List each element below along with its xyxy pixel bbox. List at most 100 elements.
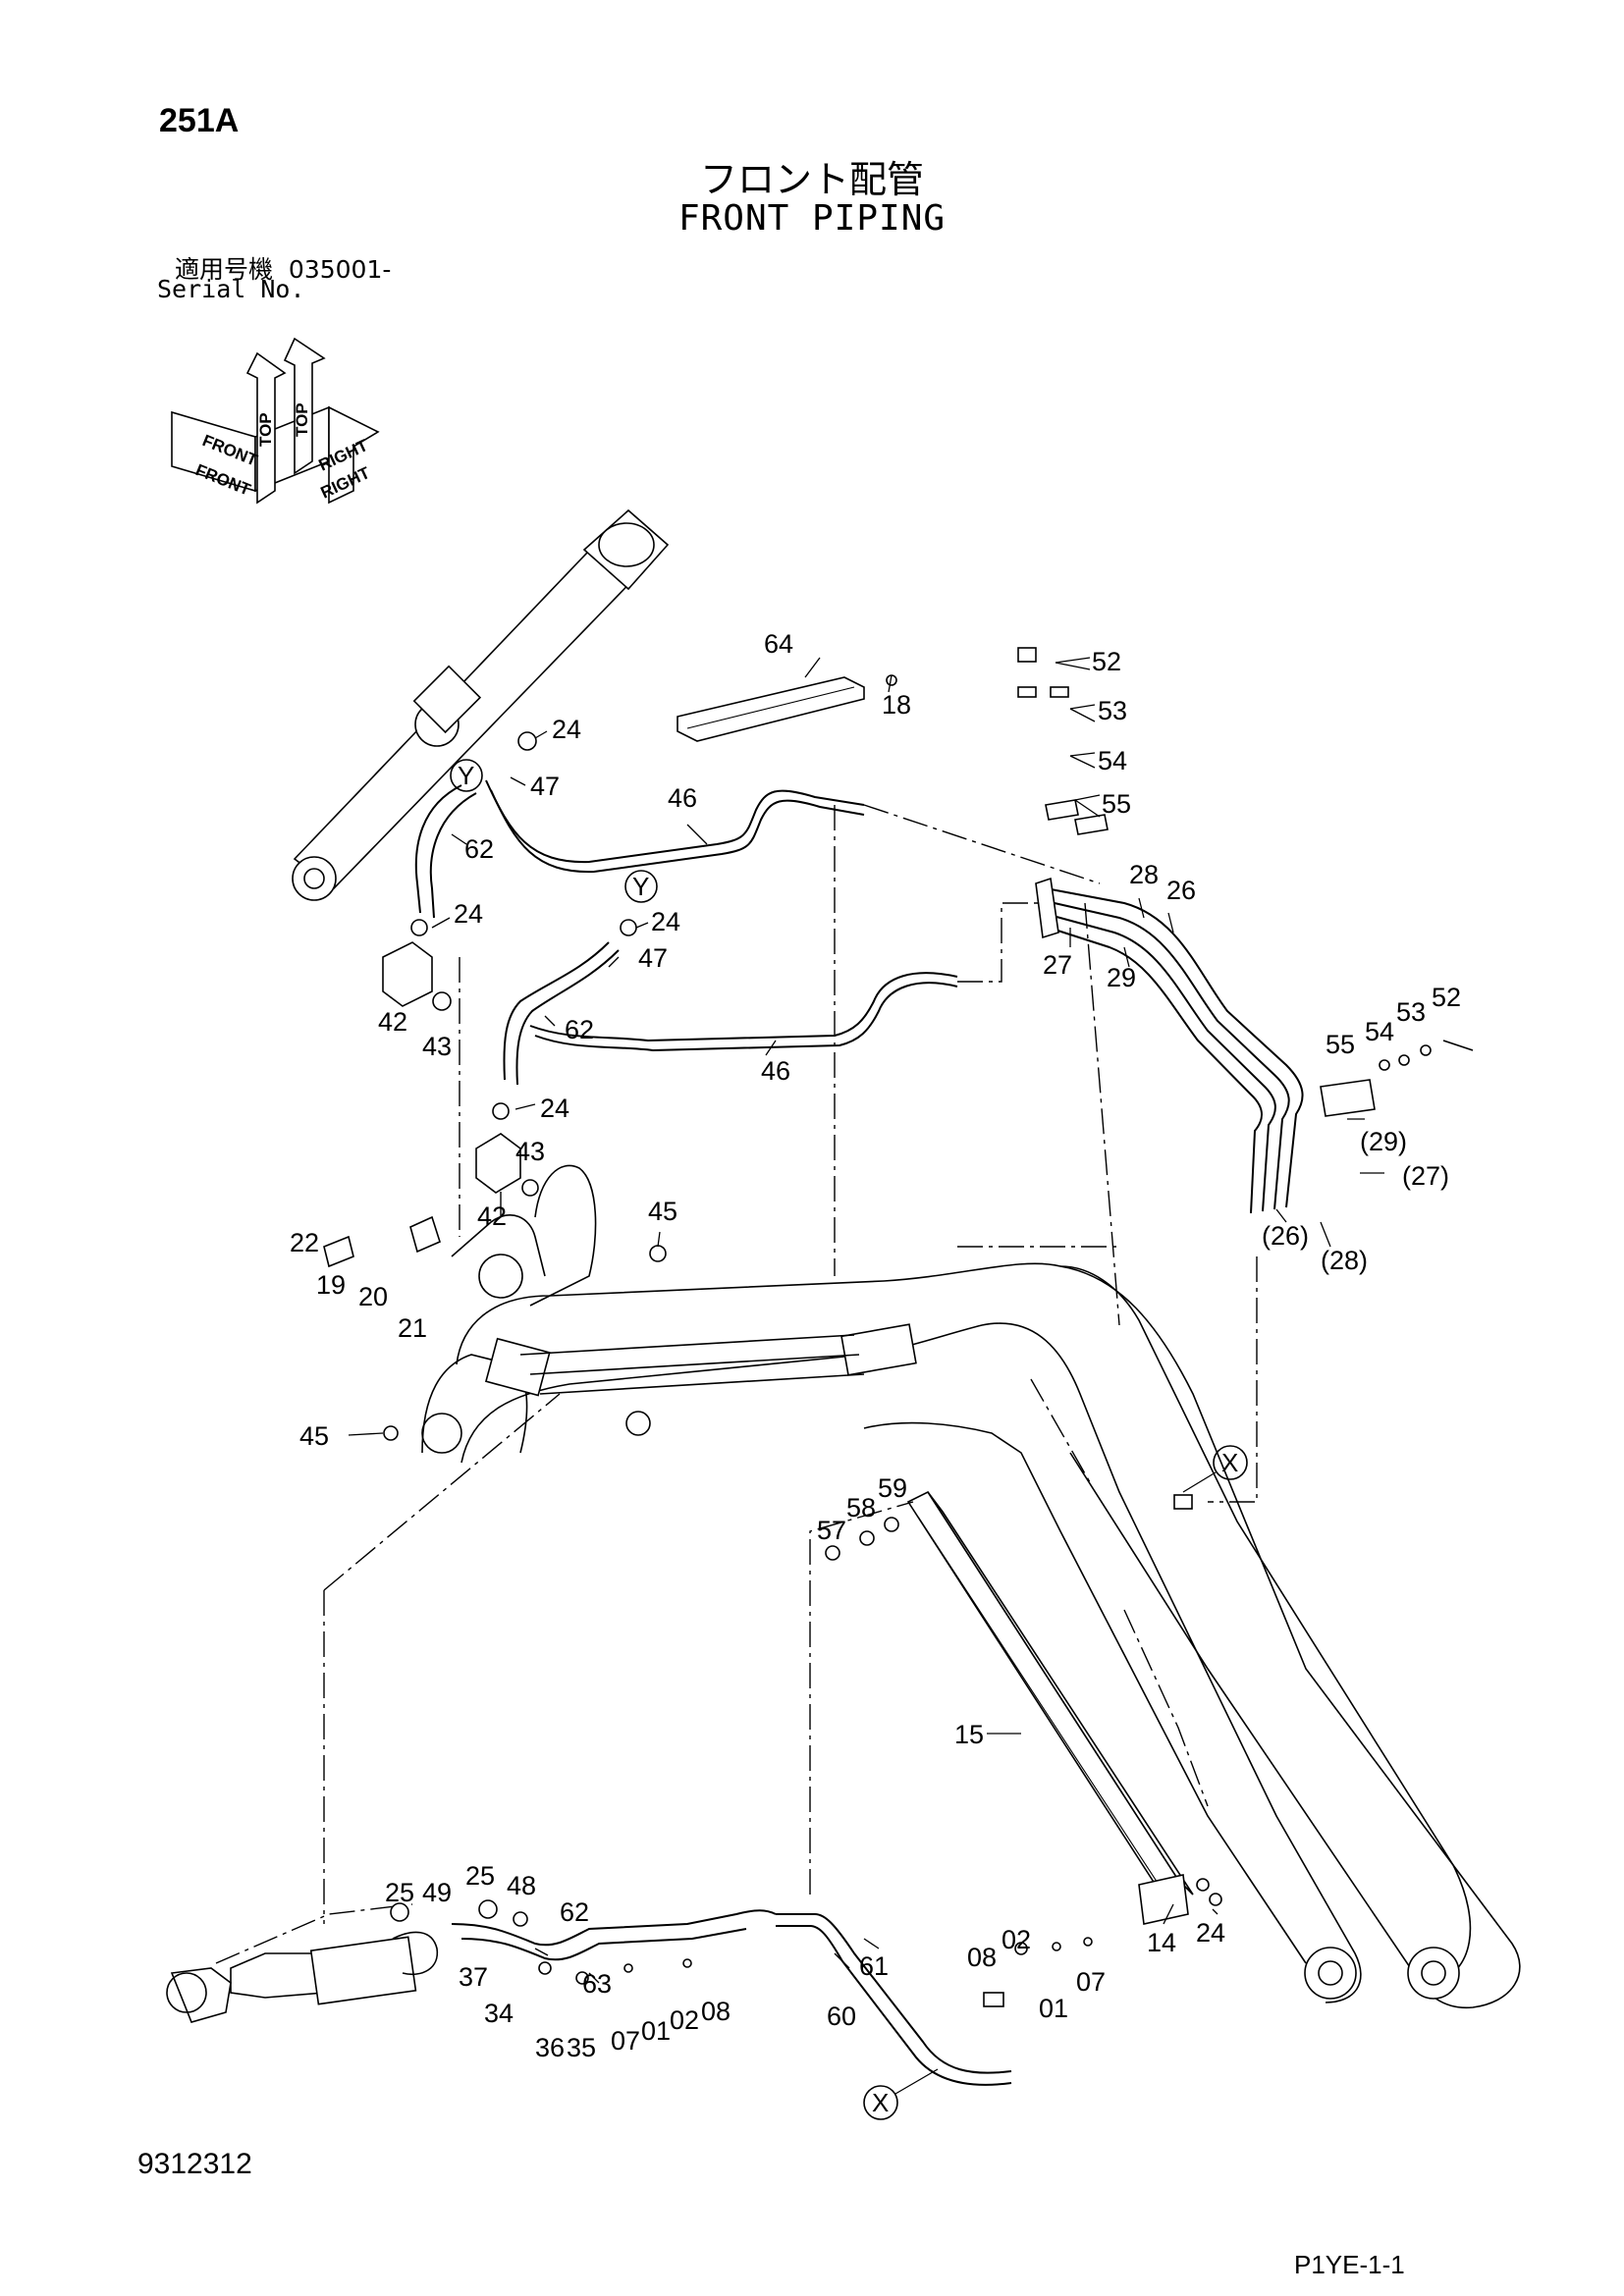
hose-62-lower (503, 941, 610, 1081)
callout-46: 46 (761, 1056, 790, 1086)
callout-47: 47 (530, 772, 560, 801)
callout-45: 45 (299, 1421, 329, 1451)
hose-46-upper (485, 779, 865, 864)
callout-27: 27 (1043, 950, 1072, 980)
page-code: 251A (159, 102, 240, 139)
callout-45: 45 (648, 1197, 677, 1226)
document-number: 9312312 (137, 2148, 252, 2180)
callout-64: 64 (764, 629, 793, 659)
callout-28-paren: (28) (1321, 1246, 1368, 1275)
pipes-26-29 (1035, 877, 1376, 1214)
serial-label-jp-text: 適用号機 (175, 255, 274, 284)
callout-52: 52 (1092, 647, 1121, 676)
top-label-b: TOP (293, 402, 311, 437)
valve-block-42-lower (475, 1133, 539, 1197)
hose-62-lower-assembly (451, 1909, 777, 1947)
callout-62: 62 (560, 1897, 589, 1927)
hose-46-lower (529, 972, 958, 1042)
view-tag-y-lower: Y (624, 870, 658, 903)
callout-48: 48 (507, 1871, 536, 1900)
callout-25: 25 (385, 1878, 414, 1907)
top-label-a: TOP (256, 412, 275, 447)
callout-18: 18 (882, 690, 911, 720)
callout-24: 24 (540, 1094, 569, 1123)
callout-08: 08 (967, 1943, 997, 1972)
serial-label-english: Serial No. (157, 275, 305, 303)
svg-text:X: X (872, 2088, 889, 2117)
callout-42: 42 (378, 1007, 407, 1037)
callout-43: 43 (515, 1137, 545, 1166)
callout-02: 02 (1001, 1925, 1031, 1954)
callout-58: 58 (846, 1493, 876, 1522)
callout-24: 24 (454, 899, 483, 929)
callout-25: 25 (465, 1861, 495, 1891)
lower-cylinder (166, 1931, 438, 2023)
callout-07: 07 (611, 2026, 640, 2056)
serial-label-japanese: 適用号機 035001- (175, 250, 391, 286)
callout-24: 24 (1196, 1918, 1225, 1948)
callout-54: 54 (1098, 746, 1127, 775)
callout-46: 46 (668, 783, 697, 813)
sheet-reference: P1YE-1-1 (1294, 2250, 1405, 2279)
callout-14: 14 (1147, 1928, 1176, 1957)
callout-19: 19 (316, 1270, 346, 1300)
callout-63: 63 (582, 1969, 612, 1999)
hardware-parts (323, 647, 1474, 2007)
callout-numbers: 64 18 52 53 54 55 24 47 46 62 24 42 43 2… (290, 629, 1461, 2062)
callout-52: 52 (1432, 983, 1461, 1012)
title-english: FRONT PIPING (677, 198, 947, 239)
pipe-60-61 (776, 1913, 1012, 2074)
callout-59: 59 (878, 1473, 907, 1503)
callout-62: 62 (565, 1015, 594, 1044)
serial-value: 035001- (288, 255, 392, 284)
callout-55: 55 (1102, 789, 1131, 819)
callout-55: 55 (1326, 1030, 1355, 1059)
callout-29-paren: (29) (1360, 1127, 1407, 1156)
part-15-cylinder-guard (906, 1490, 1194, 1900)
callout-08: 08 (701, 1997, 731, 2026)
svg-text:Y: Y (632, 872, 649, 901)
callout-37: 37 (459, 1962, 488, 1992)
part-64-cover (677, 676, 865, 742)
callout-15: 15 (954, 1720, 984, 1749)
callout-43: 43 (422, 1032, 452, 1061)
callout-21: 21 (398, 1313, 427, 1343)
callout-34: 34 (484, 1999, 514, 2028)
callout-35: 35 (567, 2033, 596, 2062)
callout-01: 01 (641, 2016, 671, 2046)
leader-lines (348, 657, 1384, 1984)
part-14-mount (1138, 1874, 1189, 1925)
callout-26: 26 (1166, 876, 1196, 905)
title-japanese: フロント配管 (699, 158, 924, 201)
callout-54: 54 (1365, 1017, 1394, 1046)
callout-60: 60 (827, 2002, 856, 2031)
callout-42: 42 (477, 1201, 507, 1231)
valve-block-42-upper (382, 941, 452, 1011)
upper-cylinder (292, 508, 670, 901)
view-tag-x-right: X (1213, 1445, 1248, 1480)
callout-01: 01 (1039, 1994, 1068, 2023)
centerlines (215, 804, 1258, 1964)
boom-body (421, 1164, 1521, 2009)
callout-07: 07 (1076, 1967, 1106, 1997)
callout-53: 53 (1098, 696, 1127, 725)
orientation-arrow-icon: FRONT FRONT TOP TOP RIGHT RIGHT (171, 337, 380, 505)
callout-49: 49 (422, 1878, 452, 1907)
callout-26-paren: (26) (1262, 1221, 1309, 1251)
callout-47: 47 (638, 943, 668, 973)
svg-text:X: X (1221, 1448, 1238, 1477)
callout-22: 22 (290, 1228, 319, 1257)
callout-62: 62 (464, 834, 494, 864)
callout-57: 57 (817, 1516, 846, 1545)
callout-29: 29 (1107, 963, 1136, 992)
callout-24: 24 (552, 715, 581, 744)
callout-61: 61 (859, 1951, 889, 1981)
hose-62-upper (414, 784, 462, 914)
callout-28: 28 (1129, 860, 1159, 889)
callout-36: 36 (535, 2033, 565, 2062)
view-tag-x-bottom: X (863, 2085, 898, 2120)
svg-text:Y: Y (458, 761, 474, 790)
callout-02: 02 (670, 2005, 699, 2035)
callout-20: 20 (358, 1282, 388, 1311)
